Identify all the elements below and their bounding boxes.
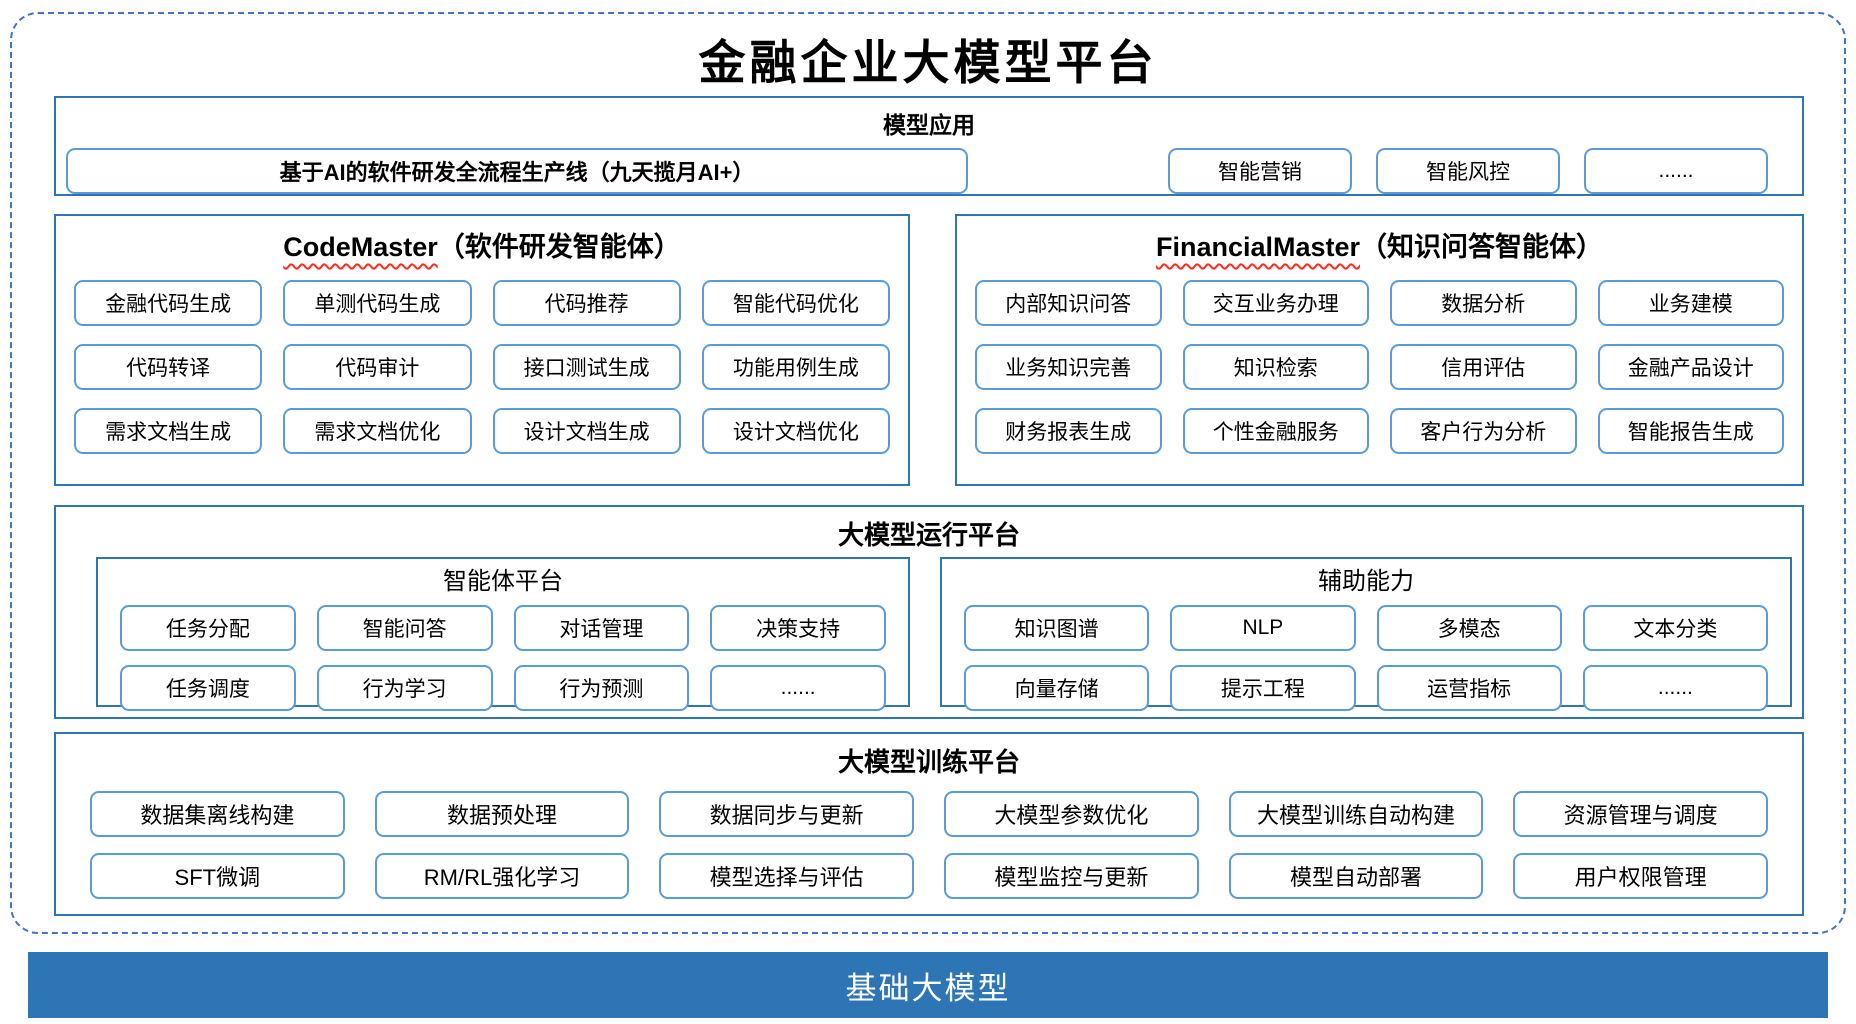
capability-chip: 模型自动部署: [1228, 853, 1484, 899]
capability-chip: NLP: [1170, 605, 1356, 651]
capability-chip: 代码转译: [74, 344, 263, 390]
auxiliary-capabilities-header: 辅助能力: [1318, 568, 1414, 595]
financialmaster-title-en: FinancialMaster: [1155, 232, 1361, 262]
capability-chip: 模型选择与评估: [659, 853, 914, 899]
capability-chip: 数据预处理: [374, 791, 630, 837]
subsection-agent-platform: 智能体平台 任务分配智能问答对话管理决策支持任务调度行为学习行为预测......: [96, 557, 910, 711]
codemaster-title: CodeMaster（软件研发智能体）: [74, 226, 890, 268]
capability-chip: 提示工程: [1170, 665, 1356, 711]
section-runtime-platform: 大模型运行平台 智能体平台 任务分配智能问答对话管理决策支持任务调度行为学习行为…: [54, 505, 1804, 719]
capability-chip: 运营指标: [1376, 665, 1562, 711]
capability-chip: 任务分配: [120, 605, 296, 651]
subsection-auxiliary-capabilities: 辅助能力 知识图谱 NLP 多模态文本分类向量存储提示工程运营指标......: [940, 557, 1792, 711]
capability-chip: 信用评估: [1390, 344, 1577, 390]
ai-pipeline-box: 基于AI的软件研发全流程生产线（九天揽月AI+）: [66, 148, 968, 194]
capability-chip: 代码推荐: [492, 280, 681, 326]
capability-chip: ......: [1582, 665, 1768, 711]
capability-chip: 金融产品设计: [1597, 344, 1784, 390]
capability-chip: 财务报表生成: [975, 408, 1162, 454]
capability-chip: 向量存储: [964, 665, 1150, 711]
capability-chip: 需求文档生成: [74, 408, 263, 454]
capability-chip: 模型监控与更新: [944, 853, 1199, 899]
capability-chip: 数据分析: [1390, 280, 1577, 326]
capability-chip: 文本分类: [1582, 605, 1768, 651]
financialmaster-capabilities: 内部知识问答交互业务办理数据分析业务建模业务知识完善知识检索信用评估金融产品设计…: [975, 280, 1784, 454]
capability-chip: 接口测试生成: [492, 344, 681, 390]
capability-chip: 业务知识完善: [975, 344, 1162, 390]
capability-chip: 代码审计: [283, 344, 472, 390]
capability-chip: 知识检索: [1182, 344, 1369, 390]
codemaster-title-en: CodeMaster: [283, 232, 438, 262]
auxiliary-capabilities-list: 知识图谱 NLP 多模态文本分类向量存储提示工程运营指标......: [964, 605, 1768, 711]
capability-chip: 客户行为分析: [1390, 408, 1577, 454]
capability-chip: 设计文档生成: [492, 408, 681, 454]
application-chip: 智能风控: [1376, 148, 1560, 194]
capability-chip: 用户权限管理: [1513, 853, 1768, 899]
capability-chip: 智能代码优化: [701, 280, 890, 326]
foundation-model-label: 基础大模型: [845, 970, 1011, 1006]
section-training-platform: 大模型训练平台 数据集离线构建数据预处理数据同步与更新大模型参数优化大模型训练自…: [54, 732, 1804, 916]
capability-chip: 行为预测: [513, 665, 690, 711]
model-applications-row: 基于AI的软件研发全流程生产线（九天揽月AI+） 智能营销智能风控......: [56, 148, 1802, 194]
agent-platform-header: 智能体平台: [443, 568, 563, 595]
capability-chip: 行为学习: [316, 665, 493, 711]
capability-chip: 智能报告生成: [1597, 408, 1784, 454]
capability-chip: 需求文档优化: [283, 408, 472, 454]
capability-chip: 多模态: [1376, 605, 1562, 651]
runtime-platform-header: 大模型运行平台: [837, 520, 1020, 550]
foundation-model-bar: 基础大模型: [28, 952, 1828, 1018]
capability-chip: 设计文档优化: [701, 408, 890, 454]
outer-dashed-border: [10, 12, 1846, 934]
capability-chip: 智能问答: [316, 605, 493, 651]
capability-chip: 任务调度: [120, 665, 296, 711]
training-platform-header: 大模型训练平台: [837, 747, 1020, 777]
capability-chip: 个性金融服务: [1182, 408, 1369, 454]
codemaster-capabilities: 金融代码生成单测代码生成代码推荐智能代码优化代码转译代码审计接口测试生成功能用例…: [74, 280, 890, 454]
application-chip: 智能营销: [1168, 148, 1352, 194]
capability-chip: 单测代码生成: [283, 280, 472, 326]
agents-row: CodeMaster（软件研发智能体） 金融代码生成单测代码生成代码推荐智能代码…: [54, 214, 1804, 486]
financialmaster-title-zh: （知识问答智能体）: [1360, 232, 1604, 262]
capability-chip: 交互业务办理: [1182, 280, 1369, 326]
capability-chip: 功能用例生成: [701, 344, 890, 390]
capability-chip: ......: [710, 665, 886, 711]
model-applications-header: 模型应用: [883, 112, 975, 138]
capability-chip: 资源管理与调度: [1513, 791, 1768, 837]
capability-chip: 知识图谱: [964, 605, 1150, 651]
section-codemaster: CodeMaster（软件研发智能体） 金融代码生成单测代码生成代码推荐智能代码…: [54, 214, 910, 486]
codemaster-title-zh: （软件研发智能体）: [437, 232, 681, 262]
capability-chip: 决策支持: [710, 605, 886, 651]
diagram-title: 金融企业大模型平台: [698, 36, 1158, 91]
application-chip: ......: [1584, 148, 1768, 194]
section-model-applications: 模型应用 基于AI的软件研发全流程生产线（九天揽月AI+） 智能营销智能风控..…: [54, 96, 1804, 196]
capability-chip: 业务建模: [1597, 280, 1784, 326]
capability-chip: 大模型训练自动构建: [1228, 791, 1484, 837]
capability-chip: 大模型参数优化: [944, 791, 1199, 837]
capability-chip: 金融代码生成: [74, 280, 263, 326]
capability-chip: 内部知识问答: [975, 280, 1162, 326]
financialmaster-title: FinancialMaster（知识问答智能体）: [975, 226, 1784, 268]
capability-chip: SFT微调: [90, 853, 345, 899]
capability-chip: 数据集离线构建: [90, 791, 345, 837]
capability-chip: 对话管理: [513, 605, 690, 651]
capability-chip: RM/RL强化学习: [374, 853, 630, 899]
model-application-chips: 智能营销智能风控......: [1144, 148, 1768, 194]
capability-chip: 数据同步与更新: [659, 791, 914, 837]
section-financialmaster: FinancialMaster（知识问答智能体） 内部知识问答交互业务办理数据分…: [955, 214, 1804, 486]
training-platform-capabilities: 数据集离线构建数据预处理数据同步与更新大模型参数优化大模型训练自动构建资源管理与…: [56, 791, 1802, 899]
agent-platform-capabilities: 任务分配智能问答对话管理决策支持任务调度行为学习行为预测......: [120, 605, 886, 711]
